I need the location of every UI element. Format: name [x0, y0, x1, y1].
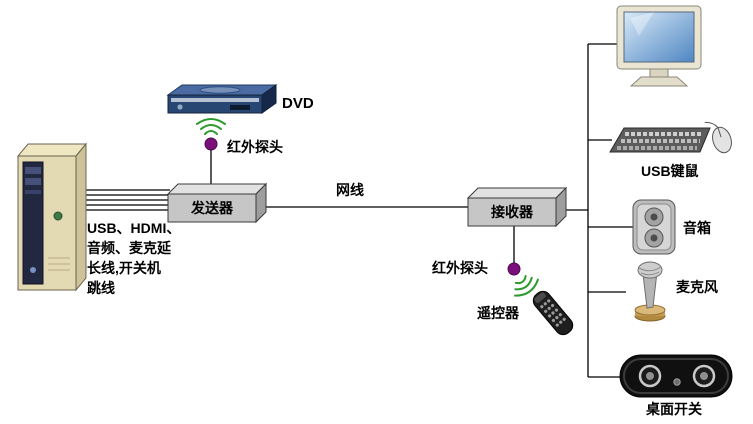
ir-probe-dot [204, 137, 218, 151]
dvd-player [166, 84, 278, 114]
ir-probe-top [196, 118, 226, 151]
ir-probe-dot [507, 262, 521, 276]
transmitter-box [166, 182, 268, 224]
ir-signal-arc [204, 130, 218, 135]
usb-keyboard-mouse-label: USB键鼠 [641, 163, 699, 179]
ir-signal-arc [514, 276, 533, 291]
remote-control-label: 遥控器 [477, 305, 519, 321]
receiver-label: 接收器 [491, 204, 533, 220]
mouse [704, 121, 732, 154]
ir-probe-bottom [507, 262, 539, 297]
pc-tower [16, 142, 88, 292]
speaker-label: 音箱 [683, 220, 711, 236]
remote-control [532, 290, 574, 336]
keyboard [609, 127, 711, 153]
ir-probe-bottom-label: 红外探头 [432, 260, 488, 276]
dvd-label: DVD [282, 95, 314, 112]
speaker [632, 199, 676, 255]
ir-signal-arc [200, 124, 222, 130]
ir-signal-arc [196, 118, 226, 125]
connection-lines [84, 43, 634, 378]
ir-probe-top-label: 红外探头 [227, 139, 283, 155]
monitor [616, 5, 702, 87]
cable-bundle-label: USB、HDMI、 音频、麦克延 长线,开关机 跳线 [87, 220, 181, 296]
microphone [634, 261, 666, 322]
receiver-box [466, 186, 568, 228]
desktop-switch-label: 桌面开关 [646, 401, 702, 417]
network-cable-label: 网线 [336, 182, 364, 198]
transmitter-label: 发送器 [191, 200, 233, 216]
ir-signal-arc [513, 278, 539, 297]
microphone-label: 麦克风 [676, 279, 718, 295]
ir-signal-arc [514, 275, 527, 285]
desktop-switch [619, 354, 733, 398]
